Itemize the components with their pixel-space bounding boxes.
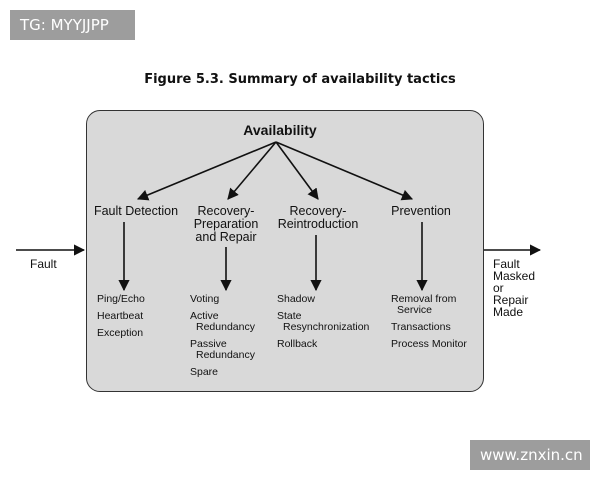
category-fault-detection: Fault Detection [86, 205, 186, 218]
tactics-prevention: Removal from Service Transactions Proces… [391, 294, 467, 356]
category-label-line: and Repair [195, 230, 257, 244]
tactics-recovery-preparation: Voting Active Redundancy Passive Redunda… [190, 294, 255, 384]
tactic-item: Spare [190, 366, 219, 378]
category-label-line: Fault Detection [93, 204, 179, 218]
tactic-item: Heartbeat [97, 310, 144, 322]
tactic-item: Ping/Echo [97, 293, 145, 305]
category-label-line: Reintroduction [277, 217, 359, 231]
category-label-line: Prevention [391, 204, 451, 218]
watermark-top-left: TG: MYYJJPP [10, 10, 135, 40]
arrow-root-to-recovery-preparation [227, 141, 277, 200]
output-label: Fault Masked or Repair Made [493, 257, 536, 319]
tactic-item: Exception [97, 327, 144, 339]
category-recovery-reintroduction: Recovery- Reintroduction [266, 205, 370, 231]
tactic-item: Rollback [277, 338, 318, 350]
figure-title: Figure 5.3. Summary of availability tact… [144, 72, 456, 87]
tactic-item: Voting [190, 293, 220, 305]
tactic-item: Transactions [391, 321, 451, 333]
root-node-availability: Availability [243, 122, 317, 138]
category-label-line: Preparation [193, 217, 259, 231]
availability-box [86, 110, 484, 392]
tactics-recovery-reintroduction: Shadow State Resynchronization Rollback [277, 294, 369, 356]
tactic-item: State Resynchronization [277, 310, 370, 333]
tactic-item: Process Monitor [391, 338, 467, 350]
arrow-root-to-recovery-reintroduction [275, 141, 319, 200]
arrow-root-to-fault-detection [136, 141, 277, 201]
category-recovery-preparation-and-repair: Recovery- Preparation and Repair [176, 205, 276, 244]
tactic-item: Passive Redundancy [190, 338, 255, 361]
tactic-item: Active Redundancy [190, 310, 255, 333]
tactic-item: Removal from Service [391, 293, 457, 316]
input-label-fault: Fault [30, 257, 57, 271]
arrow-root-to-prevention [275, 141, 414, 201]
tactics-fault-detection: Ping/Echo Heartbeat Exception [97, 294, 145, 345]
watermark-bottom-right: www.znxin.cn [470, 440, 590, 470]
category-prevention: Prevention [376, 205, 466, 218]
category-label-line: Recovery- [197, 204, 255, 218]
tactic-item: Shadow [277, 293, 315, 305]
category-label-line: Recovery- [289, 204, 347, 218]
